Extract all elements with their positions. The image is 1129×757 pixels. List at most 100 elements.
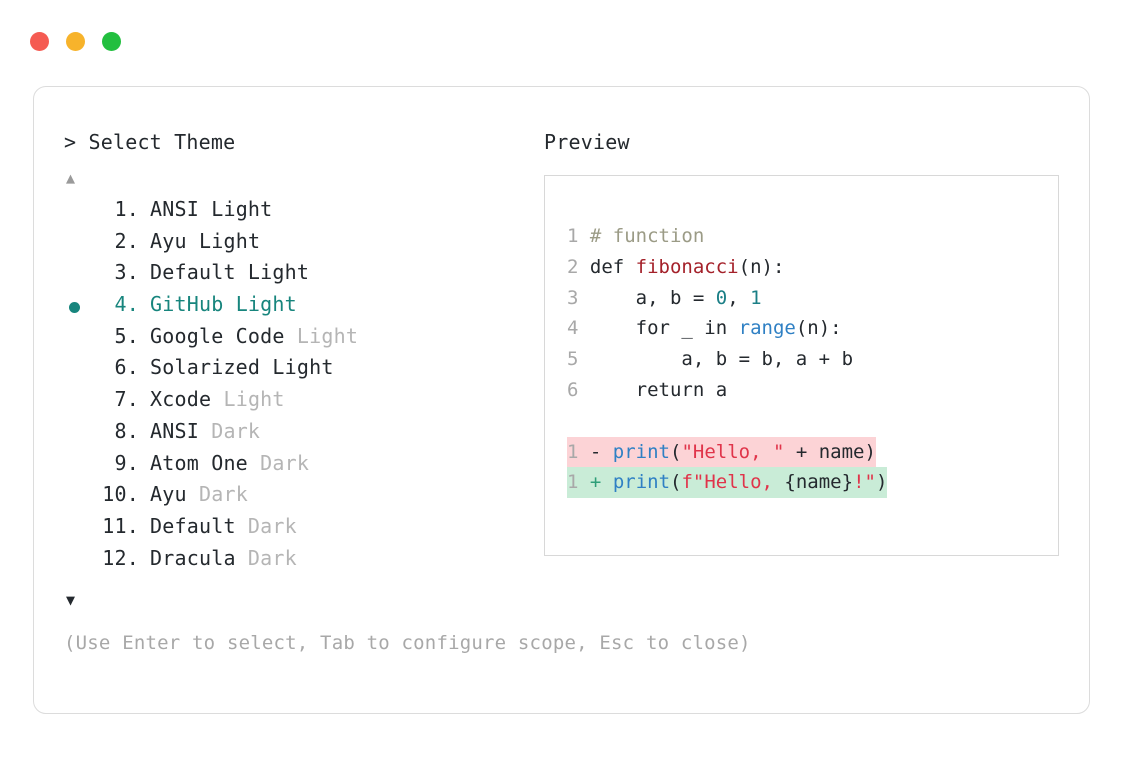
code-token: a, b = b, a + b bbox=[589, 348, 854, 371]
code-token: - bbox=[578, 440, 613, 463]
theme-variant: Light bbox=[198, 197, 273, 221]
line-number: 6 bbox=[567, 378, 579, 401]
theme-variant: Light bbox=[260, 355, 334, 380]
code-token: , bbox=[727, 286, 751, 309]
close-dot[interactable] bbox=[30, 32, 49, 51]
code-token: return a bbox=[589, 378, 728, 401]
theme-variant: Dark bbox=[186, 482, 248, 507]
theme-list-item[interactable]: 6.Solarized Light bbox=[64, 355, 544, 387]
code-token: range bbox=[738, 317, 796, 340]
theme-list-item[interactable]: 8. ANSI Dark bbox=[64, 419, 544, 451]
keyboard-hint: (Use Enter to select, Tab to configure s… bbox=[64, 632, 751, 654]
theme-list-item[interactable]: 10.Ayu Dark bbox=[64, 482, 544, 514]
theme-index: 4. bbox=[114, 292, 139, 317]
code-token: ( bbox=[669, 440, 682, 463]
code-token: def bbox=[589, 255, 636, 278]
theme-name: GitHub bbox=[150, 292, 224, 317]
code-line: 5 a, b = b, a + b bbox=[567, 344, 853, 375]
theme-list-item[interactable]: 12.Dracula Dark bbox=[64, 546, 544, 578]
theme-list-item[interactable]: 9. Atom One Dark bbox=[64, 451, 544, 483]
code-token: (n): bbox=[738, 255, 785, 278]
theme-list-item[interactable]: 7. Xcode Light bbox=[64, 387, 544, 419]
code-line: 3 a, b = 0, 1 bbox=[567, 283, 762, 314]
line-number: 2 bbox=[567, 255, 579, 278]
diff-line: 1 + print(f"Hello, {name}!") bbox=[567, 467, 888, 499]
window-traffic-lights bbox=[30, 32, 121, 51]
theme-list-item[interactable]: 4.GitHub Light bbox=[64, 292, 544, 324]
theme-name: Solarized bbox=[150, 355, 261, 380]
theme-index: 2. bbox=[114, 228, 139, 253]
minimize-dot[interactable] bbox=[66, 32, 85, 51]
code-token: f"Hello, bbox=[681, 471, 785, 494]
scroll-down-arrow-icon[interactable]: ▼ bbox=[66, 591, 76, 610]
theme-index: 1. bbox=[114, 197, 139, 221]
code-token bbox=[578, 471, 589, 493]
code-spacer bbox=[567, 406, 1058, 437]
code-token: (n): bbox=[795, 317, 842, 340]
line-number: 4 bbox=[567, 317, 579, 340]
theme-index: 5. bbox=[114, 323, 139, 348]
theme-variant: Light bbox=[284, 323, 359, 348]
code-token: 1 bbox=[750, 286, 762, 309]
theme-variant: Light bbox=[235, 260, 310, 285]
code-token: ) bbox=[875, 471, 888, 494]
theme-list-item[interactable]: 5. Google Code Light bbox=[64, 324, 544, 356]
theme-index: 11. bbox=[102, 513, 139, 538]
code-line: 2 def fibonacci(n): bbox=[567, 252, 784, 283]
code-token: "Hello, " bbox=[681, 440, 785, 463]
theme-name: Atom One bbox=[150, 450, 248, 475]
code-token: # function bbox=[589, 225, 705, 247]
theme-list-item[interactable]: 3. Default Light bbox=[64, 260, 544, 292]
theme-index: 12. bbox=[102, 545, 139, 570]
code-token bbox=[601, 471, 612, 493]
theme-name: Default bbox=[150, 513, 236, 538]
theme-list: 1. ANSI Light 2. Ayu Light 3. Default Light 4.… bbox=[64, 197, 544, 577]
code-token: + name) bbox=[784, 440, 876, 463]
theme-index: 9. bbox=[114, 450, 139, 475]
code-token: print bbox=[612, 440, 670, 463]
theme-list-item[interactable]: 11. Default Dark bbox=[64, 514, 544, 546]
theme-name: Google Code bbox=[150, 323, 285, 348]
theme-variant: Dark bbox=[235, 545, 297, 570]
code-token: !" bbox=[853, 471, 876, 494]
theme-name: Xcode bbox=[150, 387, 212, 412]
code-token: a, b = bbox=[589, 286, 716, 309]
theme-name: ANSI bbox=[150, 418, 199, 443]
diff-line: 1 - print("Hello, " + name) bbox=[567, 436, 876, 468]
theme-name: ANSI bbox=[150, 197, 199, 221]
theme-name: Ayu bbox=[150, 482, 187, 507]
theme-variant: Light bbox=[186, 228, 261, 253]
preview-title: Preview bbox=[544, 130, 630, 154]
scroll-up-arrow-icon[interactable]: ▲ bbox=[66, 169, 76, 187]
line-number: 1 bbox=[567, 225, 579, 247]
code-token: for _ in bbox=[589, 317, 739, 340]
theme-variant: Dark bbox=[198, 418, 261, 443]
code-token: fibonacci bbox=[635, 255, 739, 278]
theme-variant: Dark bbox=[247, 450, 310, 475]
code-token: + bbox=[589, 471, 602, 494]
maximize-dot[interactable] bbox=[102, 32, 121, 51]
theme-variant: Dark bbox=[235, 513, 297, 538]
line-number: 1 bbox=[567, 440, 579, 463]
theme-name: Default bbox=[150, 260, 236, 285]
theme-index: 8. bbox=[114, 418, 139, 443]
theme-list-item[interactable]: 2. Ayu Light bbox=[64, 229, 544, 261]
theme-variant: Light bbox=[211, 387, 285, 412]
line-number: 5 bbox=[567, 348, 579, 371]
theme-name: Ayu bbox=[150, 228, 187, 253]
code-line: 6 return a bbox=[567, 375, 727, 406]
theme-index: 7. bbox=[114, 387, 139, 412]
code-token: 0 bbox=[715, 286, 728, 309]
theme-index: 3. bbox=[114, 260, 139, 285]
line-number: 3 bbox=[567, 286, 579, 309]
theme-list-item[interactable]: 1. ANSI Light bbox=[64, 197, 544, 229]
code-token: print bbox=[612, 471, 671, 494]
code-token: {name} bbox=[784, 471, 854, 494]
code-token: ( bbox=[670, 471, 682, 494]
